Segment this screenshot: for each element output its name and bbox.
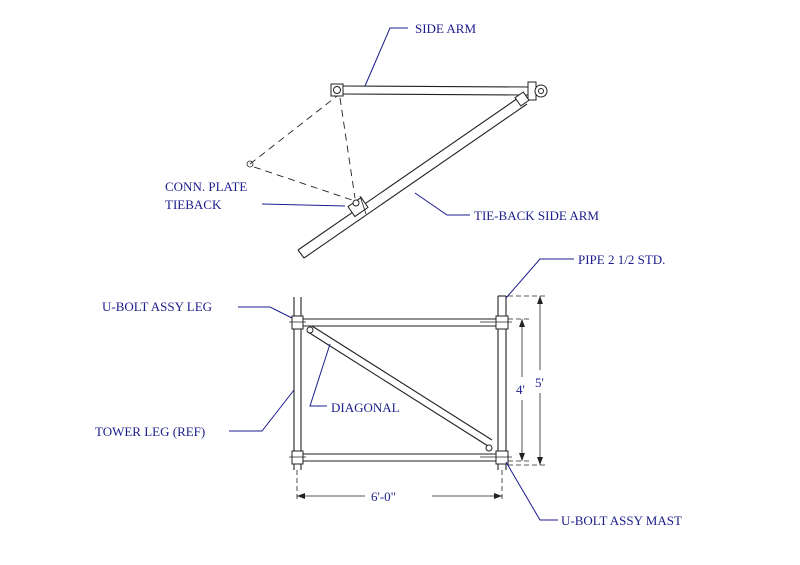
tie-back-side-arm-pipe (297, 91, 530, 259)
side-arm-pipe (339, 85, 531, 96)
u-bolt-mast-leader (505, 461, 558, 521)
height-outer-dimension (508, 295, 546, 466)
u-bolt-leg-leader (238, 306, 293, 319)
u-bolt-mast-label: U-BOLT ASSY MAST (561, 513, 682, 528)
diagonal-leader (309, 343, 331, 407)
top-view: SIDE ARM CONN. PLATE TIEBACK TIE-BACK SI… (165, 21, 599, 259)
front-view: 6'-0" 4' 5' PIPE 2 1/2 STD. U-B (95, 252, 682, 528)
tieback-label: TIEBACK (165, 197, 222, 212)
pipe-leader (505, 258, 574, 299)
side-arm-left-bracket (330, 83, 344, 97)
width-dimension (296, 470, 503, 500)
side-arm-leader (364, 27, 408, 87)
u-bolt-leg-clamps (289, 315, 306, 465)
u-bolt-mast-clamps (480, 315, 512, 465)
tie-back-leader (414, 192, 470, 216)
height-inner-dimension (508, 318, 530, 462)
side-arm-eye-end (527, 81, 548, 101)
tower-leg-leader (229, 389, 295, 432)
pivot-point (246, 160, 254, 168)
u-bolt-leg-label: U-BOLT ASSY LEG (102, 299, 212, 314)
pipe-label: PIPE 2 1/2 STD. (578, 252, 665, 267)
conn-plate-clamp (347, 195, 369, 218)
swing-dashed-lines (246, 95, 356, 201)
diagonal-member (306, 325, 493, 452)
side-arm-label: SIDE ARM (415, 21, 476, 36)
diagonal-label: DIAGONAL (331, 400, 400, 415)
tie-back-side-arm-label: TIE-BACK SIDE ARM (474, 208, 599, 223)
conn-plate-label: CONN. PLATE (165, 179, 247, 194)
top-horizontal (301, 318, 498, 327)
conn-plate-leader (261, 203, 346, 207)
tower-leg-label: TOWER LEG (REF) (95, 424, 205, 439)
width-dimension-label: 6'-0" (371, 489, 396, 504)
height-inner-label: 4' (516, 382, 525, 397)
height-outer-label: 5' (535, 375, 544, 390)
bottom-horizontal (301, 453, 498, 462)
